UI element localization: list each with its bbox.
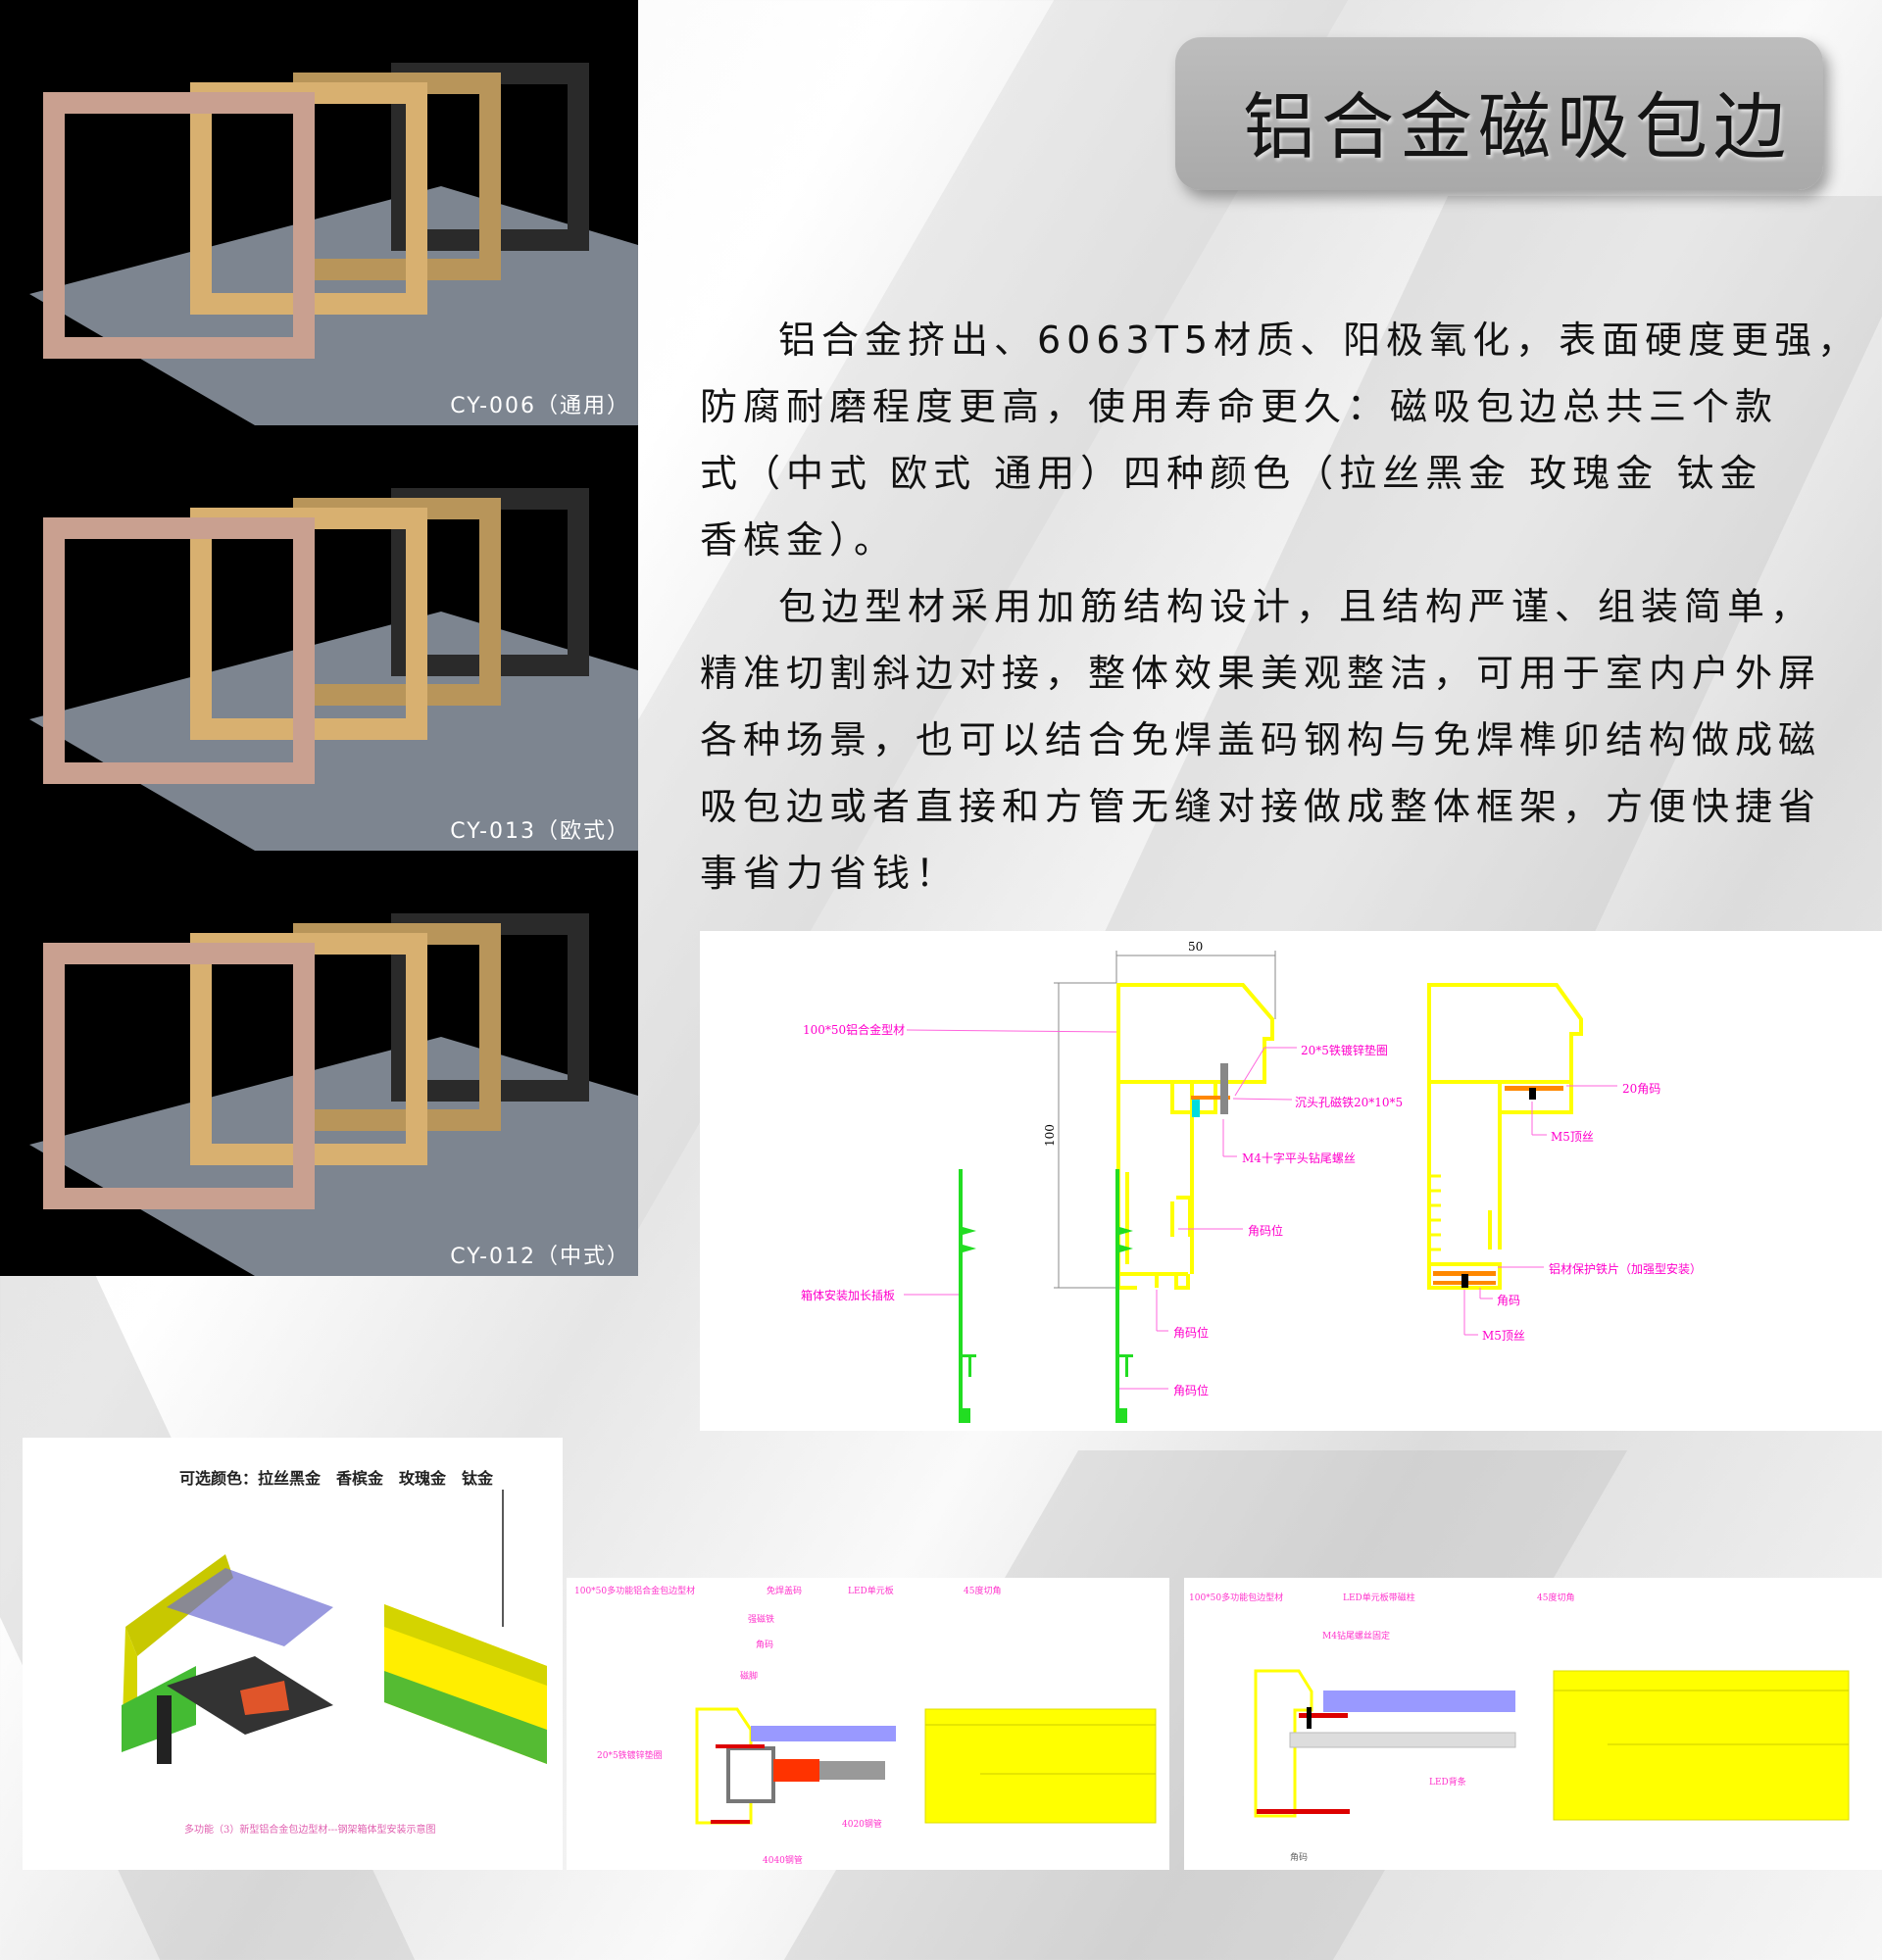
profile-right-fins	[1429, 1174, 1441, 1251]
photo-caption: CY-006（通用）	[450, 394, 630, 418]
label-m5-bottom: M5顶丝	[1482, 1329, 1525, 1343]
page-title: 铝合金磁吸包边	[1243, 85, 1792, 170]
label-back: LED背条	[1429, 1776, 1466, 1788]
label-magnet: 沉头孔磁铁20*10*5	[1295, 1095, 1403, 1109]
label-cut: 45度切角	[964, 1585, 1001, 1596]
product-photo-cy012: CY-012（中式）	[0, 851, 638, 1276]
led-mount-diagram: 100*50多功能包边型材 LED单元板带磁柱 45度切角 M4钻尾螺丝固定 L…	[1184, 1578, 1882, 1870]
profile-right	[1427, 983, 1583, 1290]
label-cut: 45度切角	[1537, 1592, 1574, 1603]
label-profile: 100*50铝合金型材	[803, 1022, 905, 1037]
dimension-height: 100	[1043, 1124, 1057, 1147]
text-line: 精准切割斜边对接，整体效果美观整洁，可用于室内户外屏	[700, 652, 1822, 695]
title-box	[1175, 37, 1823, 190]
label-led: LED单元板带磁柱	[1343, 1592, 1415, 1603]
label-protect-plate: 铝材保护铁片（加强型安装）	[1549, 1261, 1702, 1276]
text-line: 各种场景，也可以结合免焊盖码钢构与免焊榫卯结构做成磁	[700, 718, 1822, 761]
label-screw: M4十字平头钻尾螺丝	[1242, 1151, 1356, 1165]
dimension-width: 50	[1188, 940, 1203, 954]
label-insert-plate: 箱体安装加长插板	[801, 1288, 895, 1302]
photo-caption: CY-012（中式）	[450, 1245, 630, 1269]
aluminum-frame	[43, 92, 315, 359]
label-corner: 角码	[1497, 1294, 1520, 1307]
label-corner-position: 角码位	[1173, 1325, 1209, 1340]
text-line: 事省力省钱！	[700, 852, 960, 895]
steel-frame-diagram: 100*50多功能铝合金包边型材 免焊盖码 LED单元板 45度切角 强磁铁 角…	[567, 1578, 1169, 1870]
aluminum-frame	[43, 943, 315, 1209]
aluminum-frame	[43, 517, 315, 784]
dimension-lines	[1054, 951, 1276, 1289]
insert-plate	[959, 1169, 1133, 1423]
label-washer: 20*5铁镀锌垫圈	[1301, 1043, 1388, 1057]
text-line: 防腐耐磨程度更高，使用寿命更久：磁吸包边总共三个款	[700, 385, 1779, 428]
text-line: 香槟金）。	[700, 518, 898, 562]
label-corner: 角码	[1290, 1851, 1308, 1863]
label-screw: M4钻尾螺丝固定	[1322, 1630, 1390, 1642]
label-m5-top: M5顶丝	[1551, 1130, 1594, 1144]
text-line: 铝合金挤出、6063T5材质、阳极氧化，表面硬度更强，	[778, 318, 1861, 362]
label-foot: 磁脚	[740, 1670, 758, 1682]
isometric-panel: 可选颜色：拉丝黑金 香槟金 玫瑰金 钛金 多功能（3）新型铝合金包边型材---钢…	[23, 1438, 563, 1870]
text-line: 包边型材采用加筋结构设计，且结构严谨、组装简单，	[778, 585, 1814, 628]
description-paragraph-2: 包边型材采用加筋结构设计，且结构严谨、组装简单， 精准切割斜边对接，整体效果美观…	[700, 573, 1866, 906]
label-led: LED单元板	[848, 1585, 894, 1596]
label-corner-position: 角码位	[1173, 1383, 1209, 1397]
product-photo-cy006: CY-006（通用）	[0, 0, 638, 425]
label-corner-position: 角码位	[1248, 1223, 1283, 1238]
label-profile: 100*50多功能包边型材	[1189, 1592, 1283, 1603]
text-line: 吸包边或者直接和方管无缝对接做成整体框架，方便快捷省	[700, 785, 1822, 828]
label-tube4020: 4020钢管	[842, 1818, 882, 1830]
label-profile: 100*50多功能铝合金包边型材	[574, 1585, 695, 1596]
colors-title: 可选颜色：拉丝黑金 香槟金 玫瑰金 钛金	[179, 1469, 494, 1488]
label-tube4040: 4040钢管	[763, 1854, 803, 1866]
product-photo-cy013: CY-013（欧式）	[0, 425, 638, 851]
leader-lines	[904, 1029, 1617, 1390]
label-corner20: 20角码	[1622, 1082, 1660, 1096]
label-magnet: 强磁铁	[748, 1613, 774, 1625]
label-corner: 角码	[756, 1639, 773, 1650]
label-cover: 免焊盖码	[767, 1585, 802, 1596]
text-line: 式（中式 欧式 通用）四种颜色（拉丝黑金 玫瑰金 钛金	[700, 452, 1763, 495]
photo-caption: CY-013（欧式）	[450, 819, 630, 844]
profile-left	[1116, 983, 1274, 1290]
iso-caption: 多功能（3）新型铝合金包边型材---钢架箱体型安装示意图	[184, 1823, 436, 1836]
description-paragraph-1: 铝合金挤出、6063T5材质、阳极氧化，表面硬度更强， 防腐耐磨程度更高，使用寿…	[700, 307, 1866, 573]
label-washer: 20*5铁镀锌垫圈	[597, 1749, 663, 1761]
profile-section-diagram: 50 100	[700, 931, 1882, 1431]
